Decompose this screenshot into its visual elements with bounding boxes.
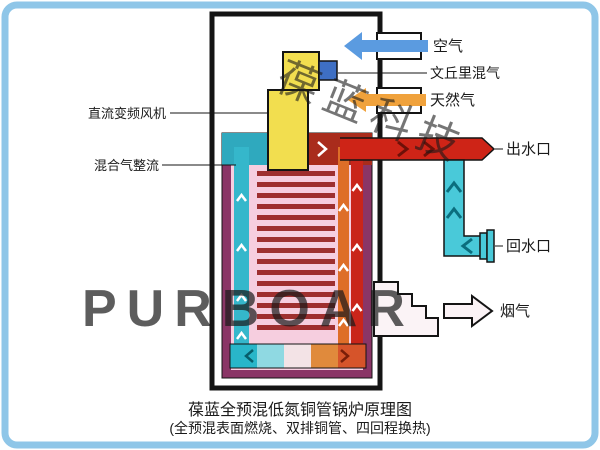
diagram-subtitle: (全预混表面燃烧、双排铜管、四回程换热) [169, 420, 430, 436]
venturi-mixer-body [282, 51, 320, 91]
return-pipe-flange [479, 232, 488, 260]
heat-pass-segment [311, 344, 338, 368]
heat-pass-right-arrow [340, 349, 350, 363]
flue-outlet-steps [373, 281, 439, 337]
label-air: 空气 [433, 38, 463, 55]
right-water-channel-orange [338, 147, 349, 347]
heat-pass-outline [229, 343, 367, 369]
label-venturi-mix: 文丘里混气 [430, 65, 500, 81]
label-natural-gas: 天然气 [430, 92, 475, 109]
label-water-outlet: 出水口 [506, 141, 551, 158]
label-flue-gas: 烟气 [500, 303, 530, 320]
heat-pass-segment [284, 344, 311, 368]
watermark-en: PURBOAR [82, 280, 415, 338]
air-arrow [344, 32, 428, 60]
bottom-heat-pass [229, 343, 367, 369]
heat-pass-segment [230, 344, 257, 368]
label-water-return: 回水口 [506, 238, 551, 255]
copper-tube-stack [257, 171, 335, 330]
red-channel-up-arrows [351, 182, 363, 312]
orange-channel-up-arrows [338, 202, 349, 327]
hot-chamber-right-arrow [317, 141, 328, 157]
fan-body [267, 89, 309, 171]
gas-arrow [348, 88, 426, 112]
return-flow-left-arrow [460, 237, 473, 255]
return-pipe-flange [486, 229, 495, 263]
outlet-flow-arrows [397, 140, 436, 158]
label-dc-fan: 直流变频风机 [88, 106, 166, 121]
label-gas-rectifier: 混合气整流 [94, 158, 159, 173]
return-flow-up-arrows [445, 180, 463, 219]
venturi-gas-port [318, 60, 338, 81]
flue-gas-arrow [443, 294, 494, 328]
heat-pass-left-arrow [244, 349, 254, 363]
heat-pass-segment [257, 344, 284, 368]
diagram-title: 葆蓝全预混低氮铜管锅炉原理图 [188, 401, 412, 419]
water-outlet-pipe [340, 137, 496, 161]
left-channel-up-arrows [236, 192, 247, 340]
heat-pass-segment [338, 344, 366, 368]
